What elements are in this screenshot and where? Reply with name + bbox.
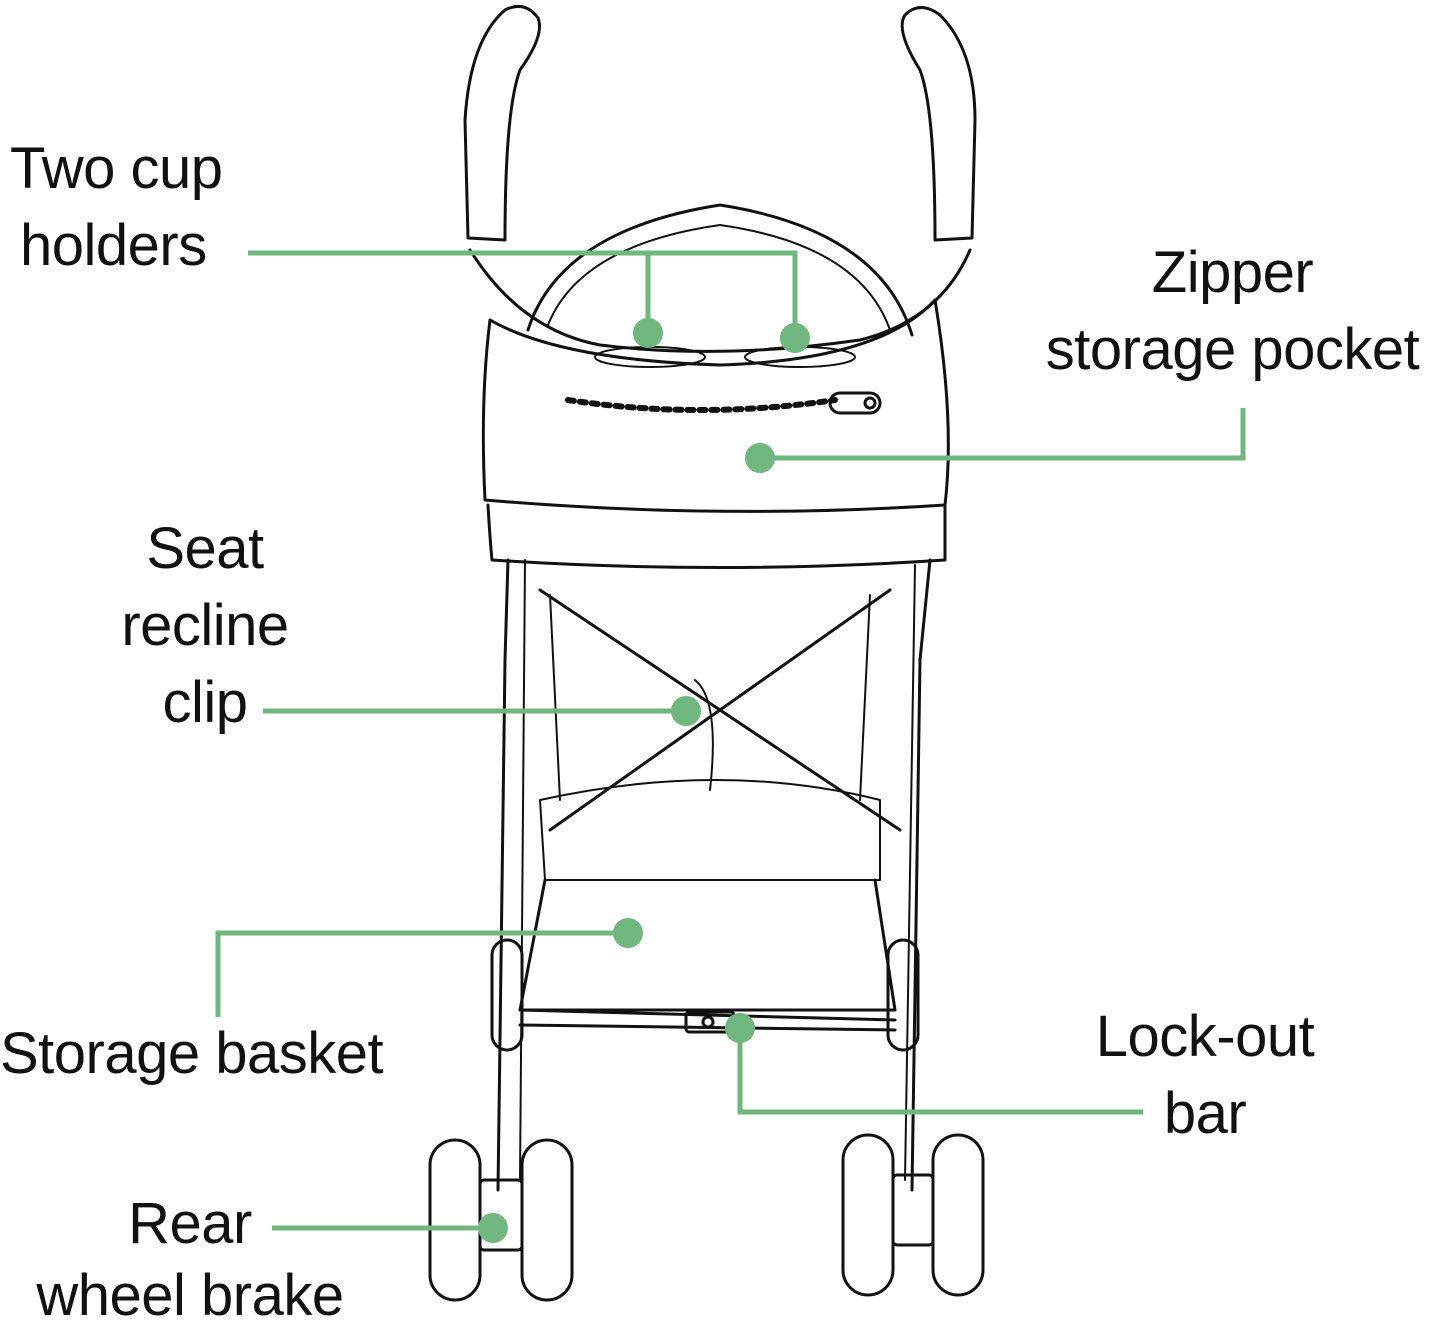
lockout-bar-leader — [737, 1028, 1143, 1115]
storage-basket-leader — [215, 930, 628, 1017]
label-line: Zipper — [1151, 240, 1314, 305]
label-line: holders — [20, 213, 207, 278]
label-line: recline — [121, 593, 289, 658]
canopy — [526, 203, 914, 337]
label-line: Rear — [128, 1191, 252, 1256]
storage-basket-marker — [613, 918, 643, 948]
label-line: Two cup — [10, 136, 223, 201]
cup-holder-right-marker — [780, 323, 810, 353]
zipper-pocket-marker — [745, 443, 775, 473]
frame — [496, 558, 932, 1192]
label-line: Lock-out — [1095, 1004, 1315, 1069]
cup-holder-left-marker — [633, 318, 663, 348]
label-lockout-bar: Lock-out bar — [1075, 998, 1335, 1152]
rear-brake-marker — [478, 1213, 508, 1243]
label-seat-recline: Seat recline clip — [90, 510, 320, 741]
label-zipper-pocket: Zipper storage pocket — [1020, 234, 1445, 388]
pocket-bag — [481, 298, 950, 513]
label-line: Storage basket — [0, 1021, 384, 1086]
label-line: clip — [162, 670, 248, 735]
left-handle — [463, 4, 541, 242]
label-rear-brake: Rear wheel brake — [10, 1188, 370, 1332]
label-line: storage pocket — [1045, 317, 1420, 382]
lockout-bar-marker — [725, 1013, 755, 1043]
cup-holders-leader — [248, 250, 798, 338]
label-cup-holders: Two cup holders — [10, 130, 223, 284]
label-line: Seat — [146, 516, 264, 581]
seat-recline-marker — [671, 696, 701, 726]
label-line: bar — [1163, 1081, 1247, 1146]
right-handle — [900, 6, 977, 242]
label-storage-basket: Storage basket — [0, 1015, 384, 1092]
label-line: wheel brake — [36, 1263, 344, 1328]
zipper-pocket-leader — [760, 408, 1246, 461]
